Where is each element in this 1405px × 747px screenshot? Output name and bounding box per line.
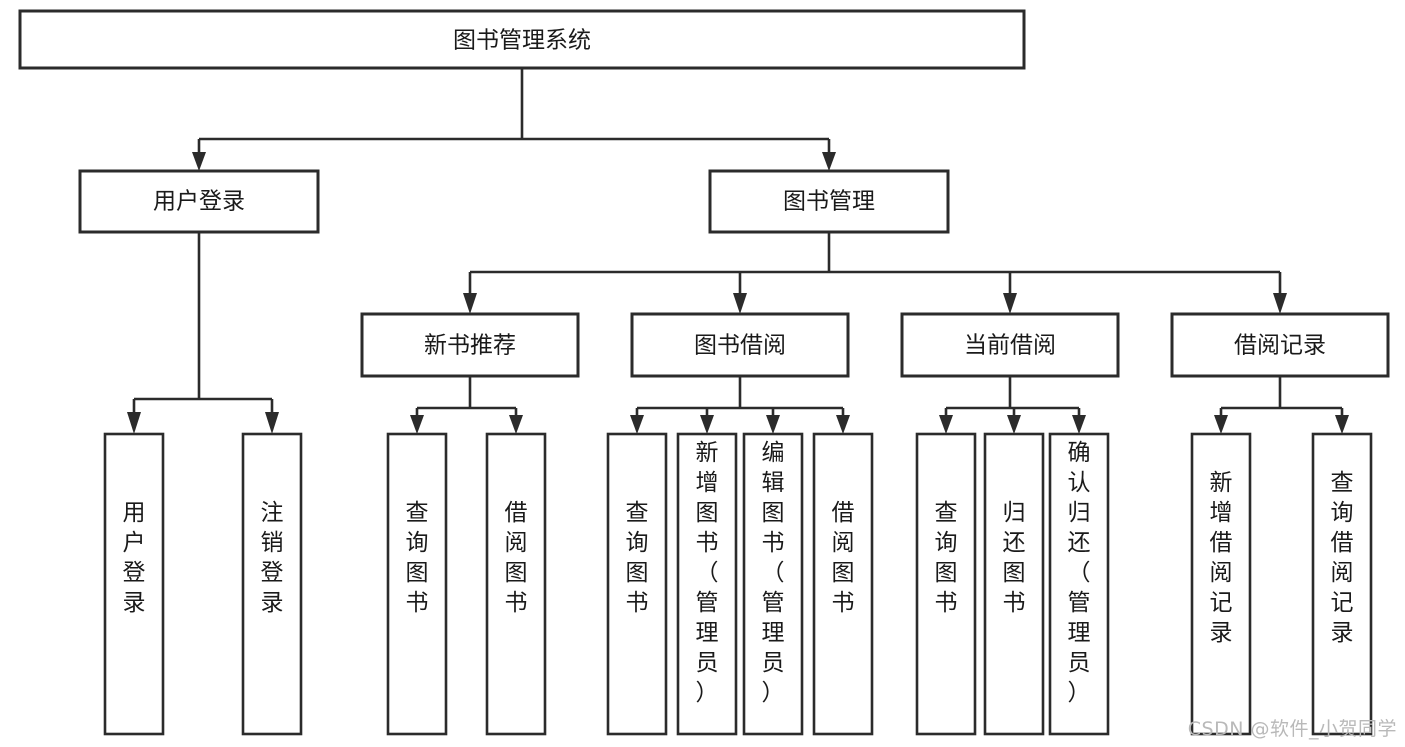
node-root-label: 图书管理系统 [453, 28, 591, 54]
node-leaf-query-borrow-record-rect [1311, 432, 1373, 736]
arrowhead-leaf-borrow-book-rec [509, 415, 523, 434]
node-leaf-borrow-book-rec-label: 借阅图书 [505, 500, 528, 616]
arrowhead-book-borrow [733, 293, 747, 314]
node-leaf-borrow-book-rect [812, 432, 874, 736]
node-leaf-edit-book-admin-label: 编辑图书（管理员） [762, 440, 785, 706]
node-leaf-user-login-label: 用户登录 [123, 500, 146, 616]
node-leaf-return-book[interactable]: 归还图书 [983, 432, 1045, 736]
node-leaf-add-book-admin-label: 新增图书（管理员） [696, 440, 719, 706]
node-leaf-add-borrow-record[interactable]: 新增借阅记录 [1190, 432, 1252, 736]
node-leaf-query-book-rec[interactable]: 查询图书 [386, 432, 448, 736]
arrowhead-leaf-add-borrow-record [1214, 415, 1228, 434]
node-leaf-query-book-cur[interactable]: 查询图书 [915, 432, 977, 736]
node-user-login-rect [78, 169, 320, 234]
node-leaf-add-borrow-record-label: 新增借阅记录 [1210, 470, 1233, 646]
node-leaf-confirm-return-admin-rect [1048, 432, 1110, 736]
arrowhead-book-manage [822, 152, 836, 171]
node-leaf-query-book-rect [606, 432, 668, 736]
node-leaf-query-borrow-record[interactable]: 查询借阅记录 [1311, 432, 1373, 736]
node-leaf-query-book-rec-rect [386, 432, 448, 736]
arrowhead-leaf-return-book [1007, 415, 1021, 434]
node-user-login-label: 用户登录 [153, 189, 245, 215]
node-book-manage-rect [708, 169, 950, 234]
node-root[interactable]: 图书管理系统 [18, 9, 1026, 70]
node-leaf-confirm-return-admin[interactable]: 确认归还（管理员） [1048, 432, 1110, 736]
node-current-borrow[interactable]: 当前借阅 [900, 312, 1120, 378]
arrowhead-leaf-logout [265, 412, 279, 434]
node-leaf-edit-book-admin-rect [742, 432, 804, 736]
node-root-rect [18, 9, 1026, 70]
node-leaf-logout[interactable]: 注销登录 [241, 432, 303, 736]
node-leaf-borrow-book[interactable]: 借阅图书 [812, 432, 874, 736]
connector-group-borrow-record [1214, 376, 1349, 434]
connector-group-book-borrow [630, 376, 850, 434]
node-leaf-user-login-rect [103, 432, 165, 736]
node-leaf-query-book-rec-label: 查询图书 [406, 500, 429, 616]
arrowhead-leaf-borrow-book [836, 415, 850, 434]
node-leaf-add-book-admin-rect [676, 432, 738, 736]
node-leaf-logout-label: 注销登录 [261, 500, 284, 616]
node-new-book-recommend-label: 新书推荐 [424, 333, 516, 359]
node-leaf-query-borrow-record-label: 查询借阅记录 [1331, 470, 1354, 646]
node-leaf-logout-rect [241, 432, 303, 736]
node-leaf-confirm-return-admin-label: 确认归还（管理员） [1068, 440, 1091, 706]
node-borrow-record-rect [1170, 312, 1390, 378]
node-leaf-add-book-admin[interactable]: 新增图书（管理员） [676, 432, 738, 736]
arrowhead-leaf-user-login [127, 412, 141, 434]
node-leaf-query-book-label: 查询图书 [626, 500, 649, 616]
arrowhead-user-login [192, 152, 206, 171]
node-borrow-record-label: 借阅记录 [1234, 333, 1326, 359]
node-leaf-return-book-rect [983, 432, 1045, 736]
node-leaf-user-login[interactable]: 用户登录 [103, 432, 165, 736]
arrowhead-leaf-query-book-rec [410, 415, 424, 434]
connector-group-current-borrow [939, 376, 1086, 434]
node-current-borrow-label: 当前借阅 [964, 333, 1056, 359]
node-borrow-record[interactable]: 借阅记录 [1170, 312, 1390, 378]
connector-group-book-manage [463, 232, 1287, 314]
node-leaf-query-book[interactable]: 查询图书 [606, 432, 668, 736]
arrowhead-current-borrow [1003, 293, 1017, 314]
node-new-book-recommend-rect [360, 312, 580, 378]
arrowhead-leaf-query-borrow-record [1335, 415, 1349, 434]
connector-group-new-book-recommend [410, 376, 523, 434]
node-leaf-query-book-cur-label: 查询图书 [935, 500, 958, 616]
node-book-borrow-rect [630, 312, 850, 378]
node-leaf-query-book-cur-rect [915, 432, 977, 736]
connector-group-root [192, 68, 836, 171]
connector-group-user-login [127, 232, 279, 434]
node-book-borrow-label: 图书借阅 [694, 333, 786, 359]
node-new-book-recommend[interactable]: 新书推荐 [360, 312, 580, 378]
node-book-borrow[interactable]: 图书借阅 [630, 312, 850, 378]
node-book-manage[interactable]: 图书管理 [708, 169, 950, 234]
node-leaf-add-borrow-record-rect [1190, 432, 1252, 736]
arrowhead-leaf-query-book [630, 415, 644, 434]
node-book-manage-label: 图书管理 [783, 189, 875, 215]
node-leaf-borrow-book-label: 借阅图书 [832, 500, 855, 616]
node-leaf-edit-book-admin[interactable]: 编辑图书（管理员） [742, 432, 804, 736]
node-leaf-borrow-book-rec-rect [485, 432, 547, 736]
node-leaf-return-book-label: 归还图书 [1003, 500, 1026, 616]
node-leaf-borrow-book-rec[interactable]: 借阅图书 [485, 432, 547, 736]
node-current-borrow-rect [900, 312, 1120, 378]
node-user-login[interactable]: 用户登录 [78, 169, 320, 234]
arrowhead-leaf-add-book-admin [700, 415, 714, 434]
arrowhead-borrow-record [1273, 293, 1287, 314]
arrowhead-leaf-query-book-cur [939, 415, 953, 434]
arrowhead-leaf-confirm-return-admin [1072, 415, 1086, 434]
arrowhead-leaf-edit-book-admin [766, 415, 780, 434]
arrowhead-new-book-recommend [463, 293, 477, 314]
